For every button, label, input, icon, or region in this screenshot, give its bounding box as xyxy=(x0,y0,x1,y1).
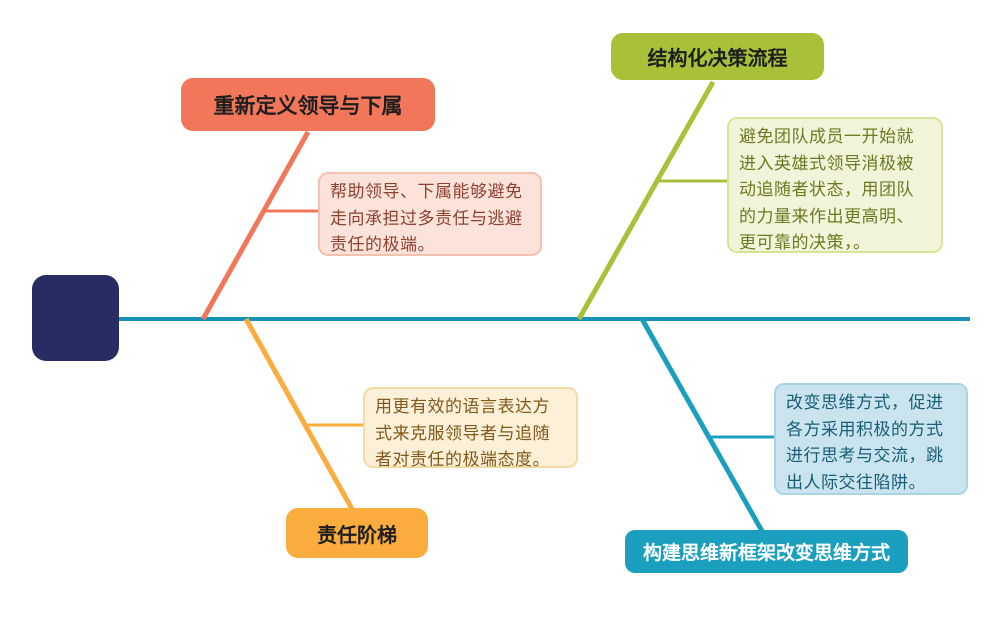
branch-note-redefine-leadership[interactable]: 帮助领导、下属能够避免走向承担过多责任与逃避责任的极端。 xyxy=(318,172,542,256)
fishbone-head-node[interactable] xyxy=(32,275,119,361)
branch-note-structured-decision[interactable]: 避免团队成员一开始就进入英雄式领导消极被动追随者状态，用团队的力量来作出更高明、… xyxy=(727,117,943,253)
branch-line-bottom-right xyxy=(639,317,765,533)
branch-label-new-thinking-framework[interactable]: 构建思维新框架改变思维方式 xyxy=(625,530,908,573)
branch-line-top-right xyxy=(576,80,716,321)
branch-line-bottom-left xyxy=(243,317,355,511)
branch-label-redefine-leadership[interactable]: 重新定义领导与下属 xyxy=(181,78,435,131)
branch-note-new-thinking-framework[interactable]: 改变思维方式，促进各方采用积极的方式进行思考与交流，跳出人际交往陷阱。 xyxy=(774,383,968,495)
branch-label-structured-decision[interactable]: 结构化决策流程 xyxy=(611,33,824,80)
branch-label-responsibility-ladder[interactable]: 责任阶梯 xyxy=(286,508,428,558)
branch-note-responsibility-ladder[interactable]: 用更有效的语言表达方式来克服领导者与追随者对责任的极端态度。 xyxy=(363,387,578,470)
branch-line-top-left xyxy=(200,130,311,321)
